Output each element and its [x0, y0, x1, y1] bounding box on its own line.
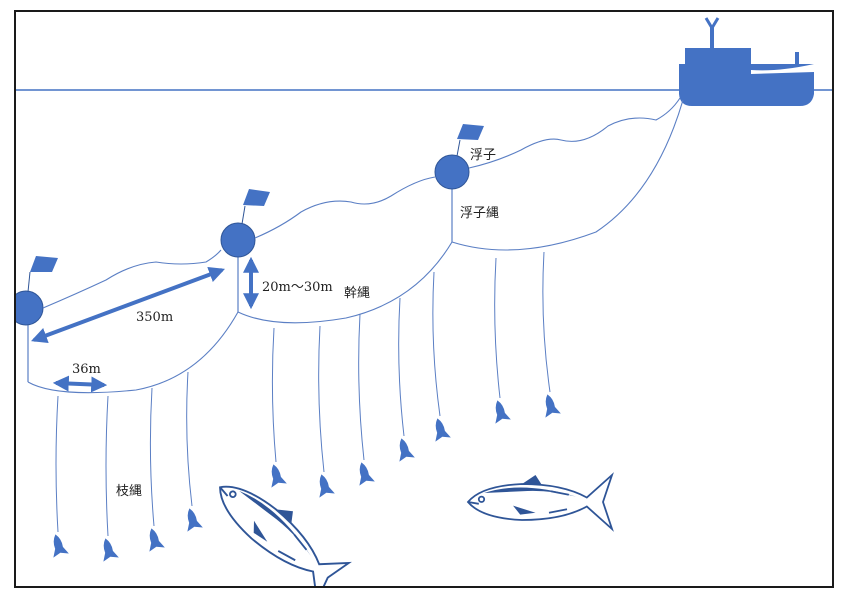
float-depth-label: 20m～30m [262, 280, 333, 295]
branch-line [105, 395, 109, 537]
float-2 [220, 189, 270, 312]
hooked-fish [53, 534, 69, 558]
main-line-label: 幹縄 [344, 286, 371, 301]
diagram-frame: 浮子 浮子縄 20m～30m 幹縄 350m 36m 枝縄 [14, 10, 834, 588]
branch-line-label: 枝縄 [116, 484, 143, 499]
main-line-3 [451, 99, 684, 251]
float-spacing-label: 350m [136, 310, 174, 325]
branch-line [271, 327, 277, 463]
branch-spacing-arrow [52, 375, 108, 393]
branch-line [149, 387, 155, 527]
fishing-ship [679, 17, 814, 106]
hooked-fish [149, 528, 165, 552]
hooked-fish [495, 400, 511, 424]
hooked-fish [359, 462, 375, 486]
branch-line [494, 257, 501, 399]
branch-line [398, 297, 405, 437]
branch-line [318, 325, 325, 473]
main-line-2 [237, 241, 453, 324]
branch-spacing-label: 36m [72, 362, 101, 377]
float-label: 浮子 [470, 148, 497, 163]
tuna-fish-large-2 [466, 472, 614, 532]
hooked-fish [271, 464, 287, 488]
branch-line [542, 251, 551, 393]
float-rope-2 [254, 176, 436, 239]
float-rope-3 [468, 97, 681, 169]
longline-fishing-diagram [16, 17, 832, 586]
branch-line [432, 271, 441, 417]
branch-line [186, 371, 193, 507]
hooked-fish [545, 394, 561, 418]
hooked-fish [187, 508, 203, 532]
float-3 [434, 124, 484, 242]
hooked-fish [435, 418, 451, 442]
branch-lines [53, 251, 561, 562]
branch-line [55, 395, 59, 533]
main-line-1 [27, 311, 239, 394]
branch-line [358, 313, 365, 461]
float-spacing-arrow [31, 266, 225, 344]
float-1 [16, 256, 58, 382]
hooked-fish [319, 474, 335, 498]
float-line-label: 浮子縄 [460, 206, 500, 221]
tuna-fish-large-1 [219, 485, 352, 586]
hooked-fish [103, 538, 119, 562]
hooked-fish [399, 438, 415, 462]
